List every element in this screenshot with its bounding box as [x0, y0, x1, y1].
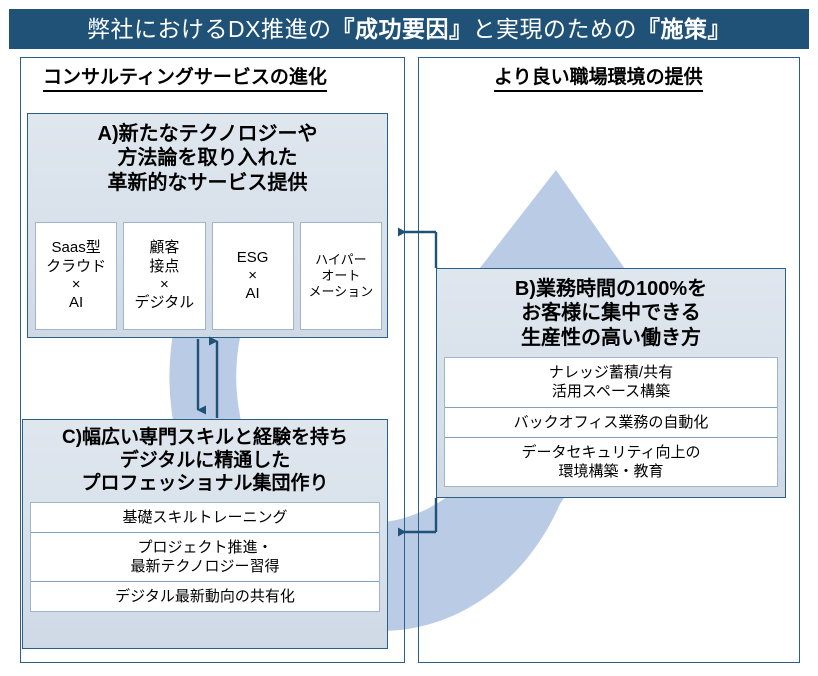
list-item[interactable]: ナレッジ蓄積/共有 活用スペース構築: [445, 358, 777, 408]
list-item[interactable]: 基礎スキルトレーニング: [31, 502, 379, 533]
group-b-title-line-2: お客様に集中できる: [521, 302, 701, 325]
list-item-line: データセキュリティ向上の: [521, 443, 701, 461]
group-c-title-line-3: プロフェッショナル集団作り: [81, 473, 329, 495]
chip-line: ハイパー: [315, 252, 367, 268]
title-seg-4: 『施策』: [636, 15, 731, 42]
chip-line: ×: [248, 266, 257, 284]
title-seg-1: 弊社におけるDX推進の: [87, 15, 332, 42]
chip-line: オート: [321, 268, 361, 284]
title-seg-3: と実現のための: [472, 15, 637, 42]
chip-line: メーション: [308, 283, 374, 299]
group-b[interactable]: B)業務時間の100%を お客様に集中できる 生産性の高い働き方 ナレッジ蓄積/…: [436, 268, 786, 498]
chip-line: AI: [245, 285, 260, 303]
list-item-line: 基礎スキルトレーニング: [122, 508, 288, 526]
page-title-bar: 弊社におけるDX推進の『成功要因』と実現のための『施策』: [9, 9, 809, 49]
list-item[interactable]: デジタル最新動向の共有化: [31, 582, 379, 612]
group-a-title: A)新たなテクノロジーや 方法論を取り入れた 革新的なサービス提供: [28, 114, 387, 195]
chip-line: ×: [71, 276, 81, 293]
panel-left-heading: コンサルティングサービスの進化: [43, 67, 327, 92]
chip-line: 接点: [149, 257, 180, 275]
chip-esg-ai[interactable]: ESG × AI: [211, 222, 294, 330]
group-b-item-list: ナレッジ蓄積/共有 活用スペース構築 バックオフィス業務の自動化 データセキュリ…: [444, 357, 778, 488]
list-item-line: プロジェクト推進・: [137, 538, 273, 556]
list-item[interactable]: データセキュリティ向上の 環境構築・教育: [445, 437, 777, 487]
group-a-title-line-3: 革新的なサービス提供: [107, 171, 308, 194]
page-title: 弊社におけるDX推進の『成功要因』と実現のための『施策』: [87, 15, 731, 42]
chip-line: クラウド: [46, 257, 107, 275]
panel-left: [20, 57, 405, 663]
group-c-title-line-2: デジタルに精通した: [119, 450, 291, 472]
chip-line: ×: [159, 276, 169, 293]
list-item[interactable]: プロジェクト推進・ 最新テクノロジー習得: [31, 532, 379, 583]
panel-right: [418, 57, 800, 663]
group-a-chip-row: Saas型 クラウド × AI 顧客 接点 × デジタル ESG × AI ハイ…: [35, 222, 382, 330]
group-c-title-line-1: C)幅広い専門スキルと経験を持ち: [61, 427, 349, 448]
list-item-line: 環境構築・教育: [558, 462, 664, 480]
list-item-line: デジタル最新動向の共有化: [115, 588, 295, 606]
group-b-title-line-1: B)業務時間の100%を: [514, 278, 708, 300]
group-b-title: B)業務時間の100%を お客様に集中できる 生産性の高い働き方: [437, 269, 785, 350]
chip-saas-cloud-ai[interactable]: Saas型 クラウド × AI: [35, 222, 118, 330]
list-item-line: 最新テクノロジー習得: [130, 557, 280, 575]
group-a-title-line-2: 方法論を取り入れた: [117, 147, 298, 170]
title-seg-2: 『成功要因』: [331, 15, 473, 42]
chip-line: Saas型: [51, 239, 101, 257]
group-a[interactable]: A)新たなテクノロジーや 方法論を取り入れた 革新的なサービス提供 Saas型 …: [27, 113, 388, 338]
chip-line: 顧客: [149, 239, 180, 257]
list-item-line: 活用スペース構築: [551, 383, 671, 401]
chip-line: デジタル: [134, 294, 195, 312]
list-item[interactable]: バックオフィス業務の自動化: [445, 407, 777, 438]
chip-line: AI: [69, 294, 84, 312]
chip-customer-touchpoint-digital[interactable]: 顧客 接点 × デジタル: [123, 222, 206, 330]
group-b-title-line-3: 生産性の高い働き方: [521, 326, 701, 349]
group-a-title-line-1: A)新たなテクノロジーや: [97, 123, 318, 145]
list-item-line: ナレッジ蓄積/共有: [548, 364, 674, 382]
chip-line: ESG: [236, 248, 269, 266]
list-item-line: バックオフィス業務の自動化: [513, 413, 709, 431]
group-c-title: C)幅広い専門スキルと経験を持ち デジタルに精通した プロフェッショナル集団作り: [23, 420, 387, 496]
panel-right-heading: より良い職場環境の提供: [494, 67, 703, 92]
group-c-item-list: 基礎スキルトレーニング プロジェクト推進・ 最新テクノロジー習得 デジタル最新動…: [30, 501, 380, 613]
chip-hyper-automation[interactable]: ハイパー オート メーション: [299, 222, 382, 330]
group-c[interactable]: C)幅広い専門スキルと経験を持ち デジタルに精通した プロフェッショナル集団作り…: [22, 419, 388, 649]
